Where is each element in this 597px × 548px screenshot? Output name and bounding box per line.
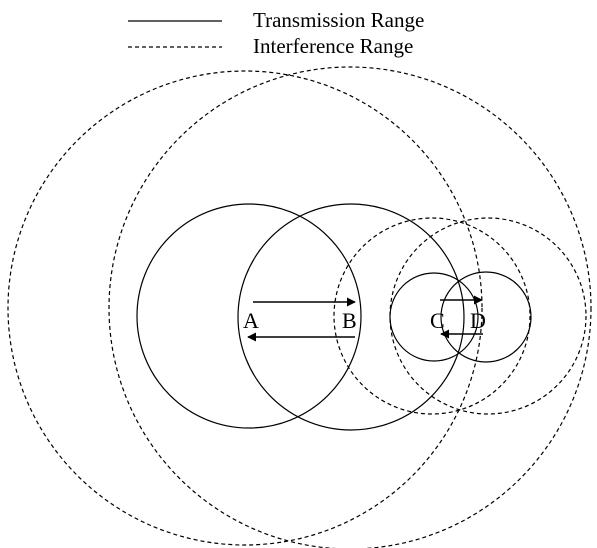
transmission-ranges bbox=[136, 203, 532, 431]
legend-interference-label: Interference Range bbox=[253, 34, 413, 58]
interference-range-c bbox=[333, 217, 531, 415]
interference-ranges bbox=[7, 66, 592, 548]
legend: Transmission Range Interference Range bbox=[128, 8, 424, 58]
transmission-range-c bbox=[389, 272, 479, 362]
node-label-a: A bbox=[243, 308, 259, 333]
node-label-c: C bbox=[430, 308, 445, 333]
node-labels: A B C D bbox=[243, 308, 486, 333]
interference-range-d bbox=[389, 217, 587, 415]
legend-transmission-label: Transmission Range bbox=[253, 8, 424, 32]
interference-range-a bbox=[7, 70, 483, 546]
transmission-range-a bbox=[136, 203, 362, 429]
node-label-d: D bbox=[470, 308, 486, 333]
transmission-range-d bbox=[440, 271, 532, 363]
interference-range-b bbox=[108, 66, 592, 548]
links bbox=[247, 295, 483, 342]
transmission-range-b bbox=[237, 203, 465, 431]
node-label-b: B bbox=[342, 308, 357, 333]
